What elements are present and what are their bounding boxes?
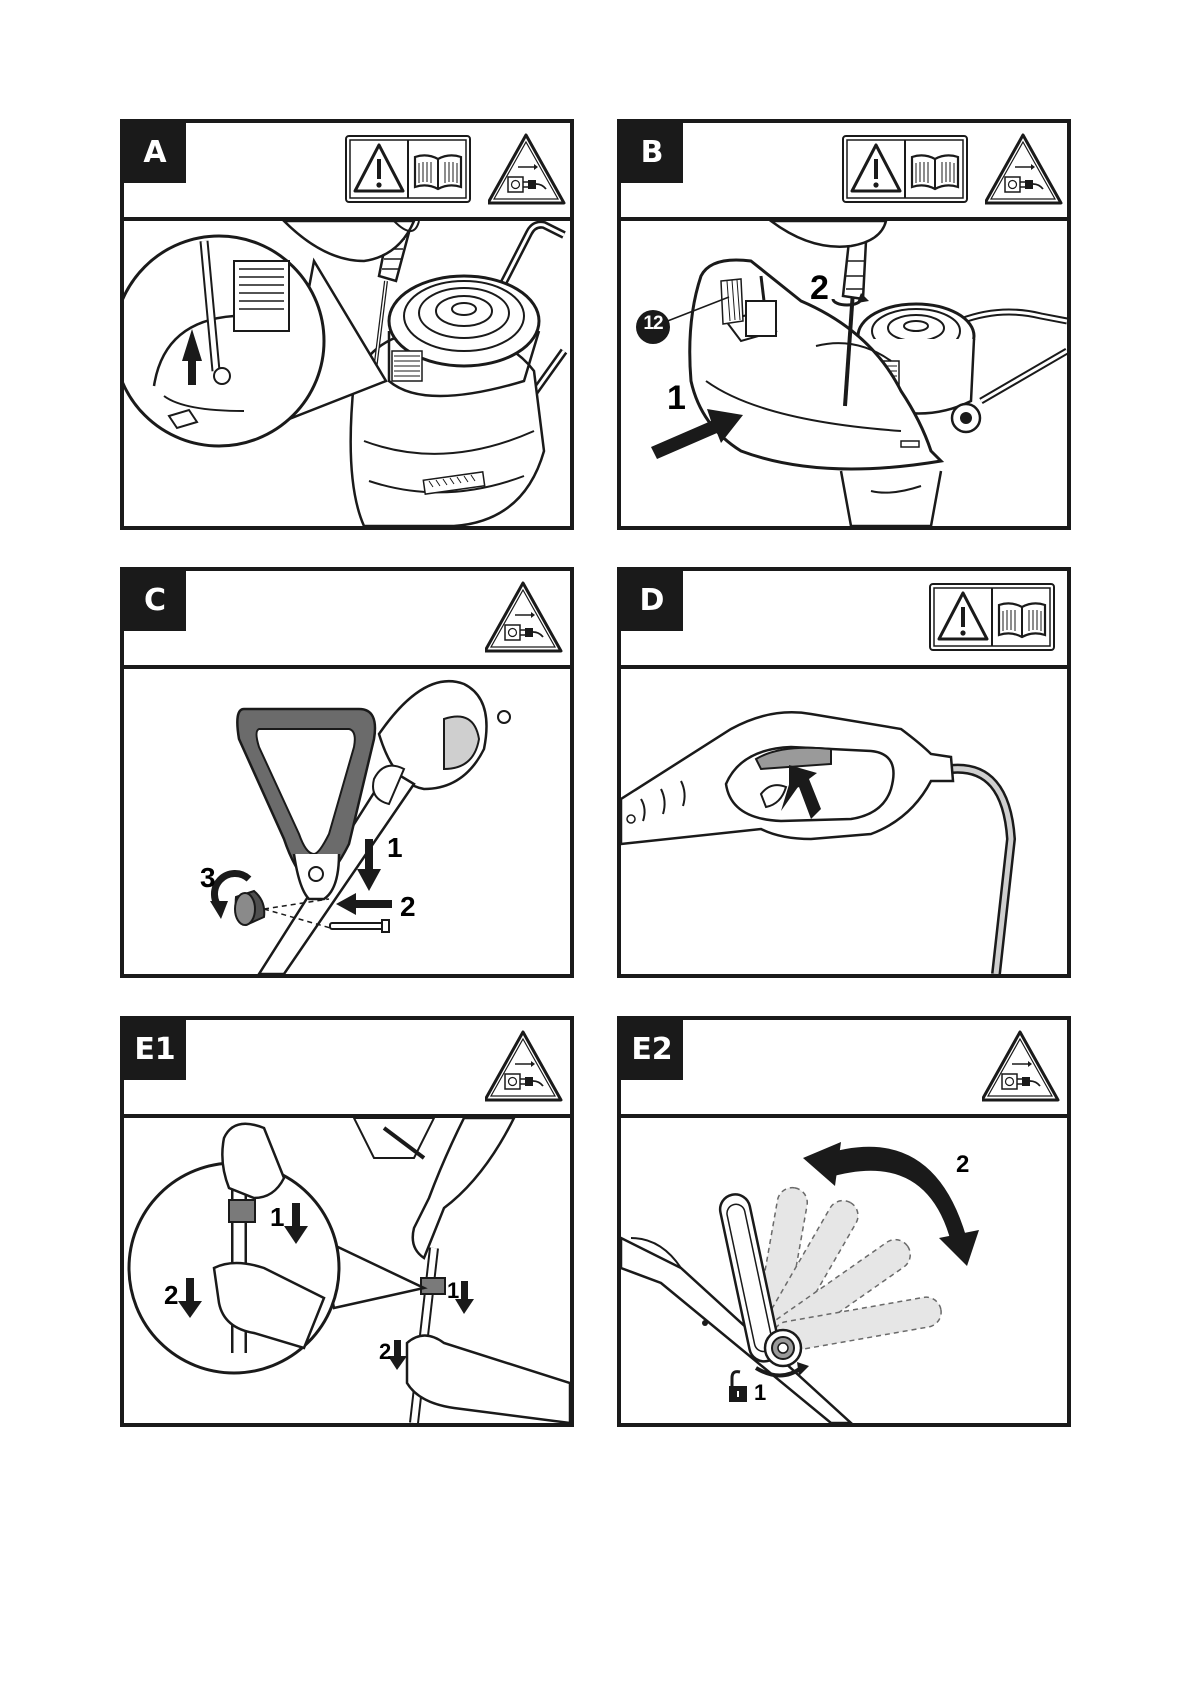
panel-header: E1 <box>124 1020 570 1118</box>
panel-tag: E1 <box>124 1020 186 1080</box>
step-2-label: 2 <box>956 1151 969 1179</box>
illustration-attach-guard: 12 1 2 <box>621 221 1067 526</box>
unplug-power-icon <box>485 581 563 653</box>
panel-header: D <box>621 571 1067 669</box>
step-2-label: 2 <box>810 269 829 308</box>
illustration-remove-screw <box>124 221 570 526</box>
illustration-adjust-height: 1 2 1 2 <box>124 1118 570 1423</box>
step-2-label: 2 <box>400 891 416 923</box>
part-number-12: 12 <box>638 313 668 335</box>
panel-tag: E2 <box>621 1020 683 1080</box>
panel-header: C <box>124 571 570 669</box>
zoom-step-1-label: 1 <box>270 1202 284 1233</box>
step-1-label: 1 <box>754 1380 766 1406</box>
unplug-power-icon <box>982 1030 1060 1102</box>
illustration-switch-trigger <box>621 669 1067 974</box>
warning-triangle-icon <box>345 135 473 204</box>
panel-header: B <box>621 123 1067 221</box>
illustration-rotate-handle: 1 2 <box>621 1118 1067 1423</box>
panel-d: D <box>617 567 1071 978</box>
panel-b: B <box>617 119 1071 530</box>
unplug-power-icon <box>488 133 566 205</box>
warning-triangle-icon <box>842 135 970 204</box>
panel-e1: E1 1 <box>120 1016 574 1427</box>
main-step-1-label: 1 <box>447 1278 459 1304</box>
step-1-label: 1 <box>387 832 403 864</box>
unplug-power-icon <box>485 1030 563 1102</box>
panel-tag: A <box>124 123 186 183</box>
panel-header: A <box>124 123 570 221</box>
unplug-power-icon <box>985 133 1063 205</box>
panel-e2: E2 <box>617 1016 1071 1427</box>
panel-c: C <box>120 567 574 978</box>
main-step-2-label: 2 <box>379 1339 391 1365</box>
step-3-label: 3 <box>200 862 216 894</box>
panel-tag: D <box>621 571 683 631</box>
warning-triangle-icon <box>929 583 1057 652</box>
panel-a: A <box>120 119 574 530</box>
panel-tag: C <box>124 571 186 631</box>
zoom-step-2-label: 2 <box>164 1280 178 1311</box>
step-1-label: 1 <box>667 379 686 418</box>
illustration-fit-handle: 1 2 3 <box>124 669 570 974</box>
panel-header: E2 <box>621 1020 1067 1118</box>
panel-tag: B <box>621 123 683 183</box>
